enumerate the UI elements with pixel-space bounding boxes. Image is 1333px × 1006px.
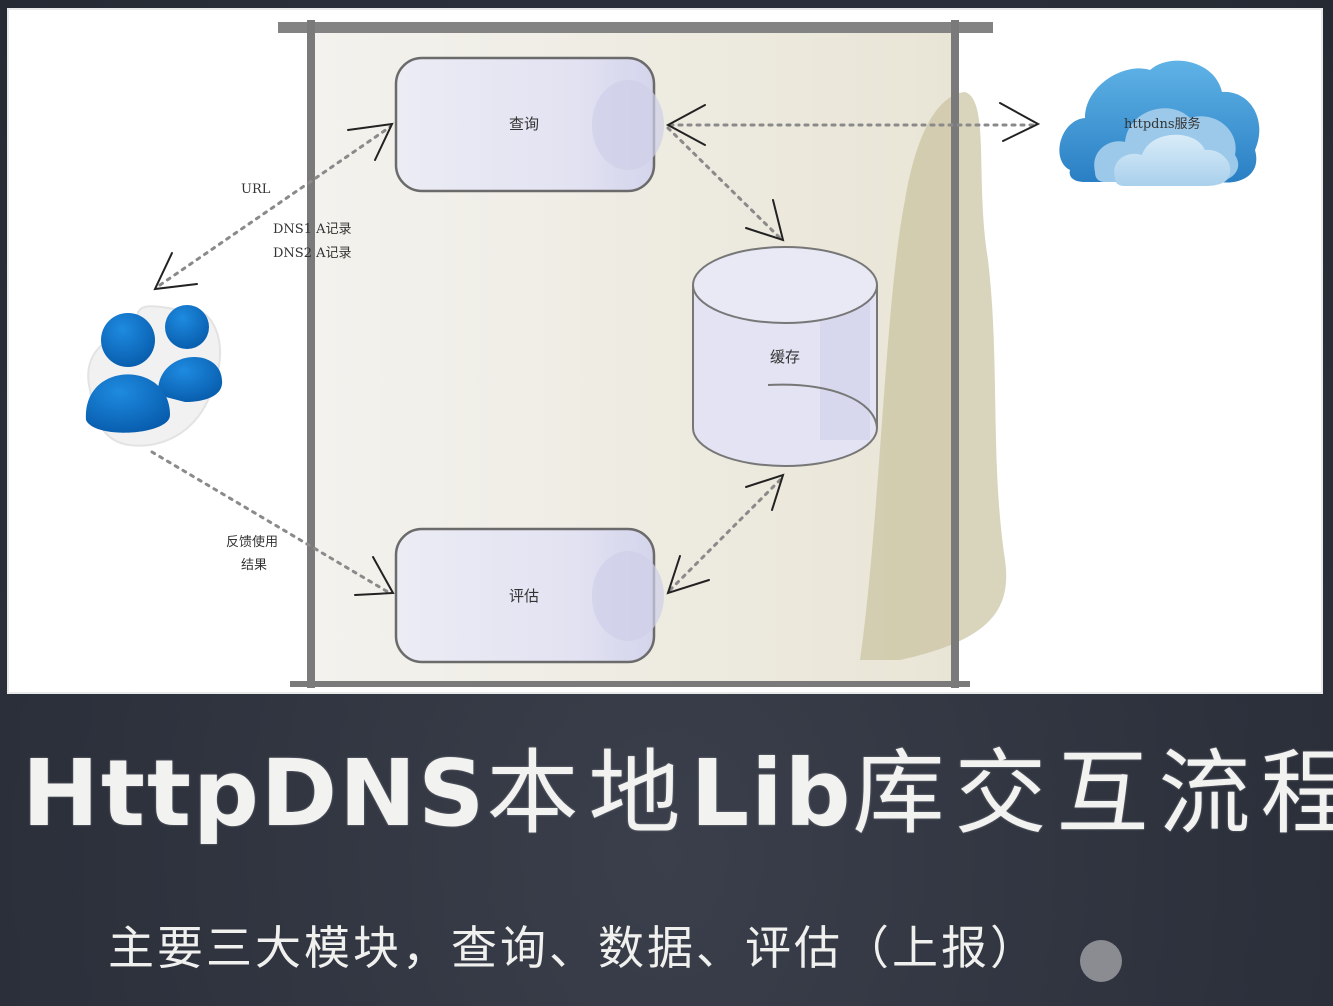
edge-user-query [158,125,392,287]
arrow-to-evaluate-icon [354,556,395,596]
slide-subtitle: 主要三大模块，查询、数据、评估（上报） [108,921,1039,975]
node-query [394,56,664,193]
container-bottom-bar [290,681,970,687]
node-evaluate-label: 评估 [509,587,540,605]
node-cache [692,246,878,467]
container-right-pole [951,20,959,688]
arrow-to-cloud-icon [999,102,1041,142]
edge-evaluate-cache [668,476,784,592]
edges [150,123,1037,594]
arrow-to-query-icon [347,122,394,161]
arrow-to-evaluate-cache-icon [666,555,710,595]
edge-user-evaluate [150,450,390,594]
cloud-service-label: httpdns服务 [1124,117,1201,132]
container-top-bar [278,22,993,33]
arrow-to-query-from-cloud-icon [665,104,706,146]
arrowheads [153,102,1041,596]
arrow-to-cache-bottom-icon [745,473,785,511]
flow-diagram [85,20,1260,688]
watermark-logo [1080,940,1122,982]
arrow-to-cache-icon [745,199,785,242]
edge-label-dns1: DNS1 A记录 [273,222,352,237]
node-cache-label: 缓存 [770,348,801,366]
edge-label-url: URL [241,182,271,197]
title-part-flow: 库交互流程 [852,740,1333,847]
cloud-icon [1059,60,1260,186]
users-icon [85,305,223,447]
edge-label-feedback-1: 反馈使用 [226,535,279,550]
edge-label-feedback-2: 结果 [241,558,268,573]
node-evaluate [394,527,664,664]
container-shadow-blob [860,92,1007,660]
arrow-to-user-icon [153,252,198,291]
slide-title: HttpDNS本地Lib库交互流程 [22,748,1333,840]
edge-label-dns2: DNS2 A记录 [273,246,352,261]
title-part-lib: Lib [690,740,853,847]
node-query-label: 查询 [509,115,540,133]
edge-query-cache [666,126,782,240]
title-part-local: 本地 [486,740,691,847]
container-left-pole [307,20,315,688]
title-part-httpdns: HttpDNS [22,740,487,847]
